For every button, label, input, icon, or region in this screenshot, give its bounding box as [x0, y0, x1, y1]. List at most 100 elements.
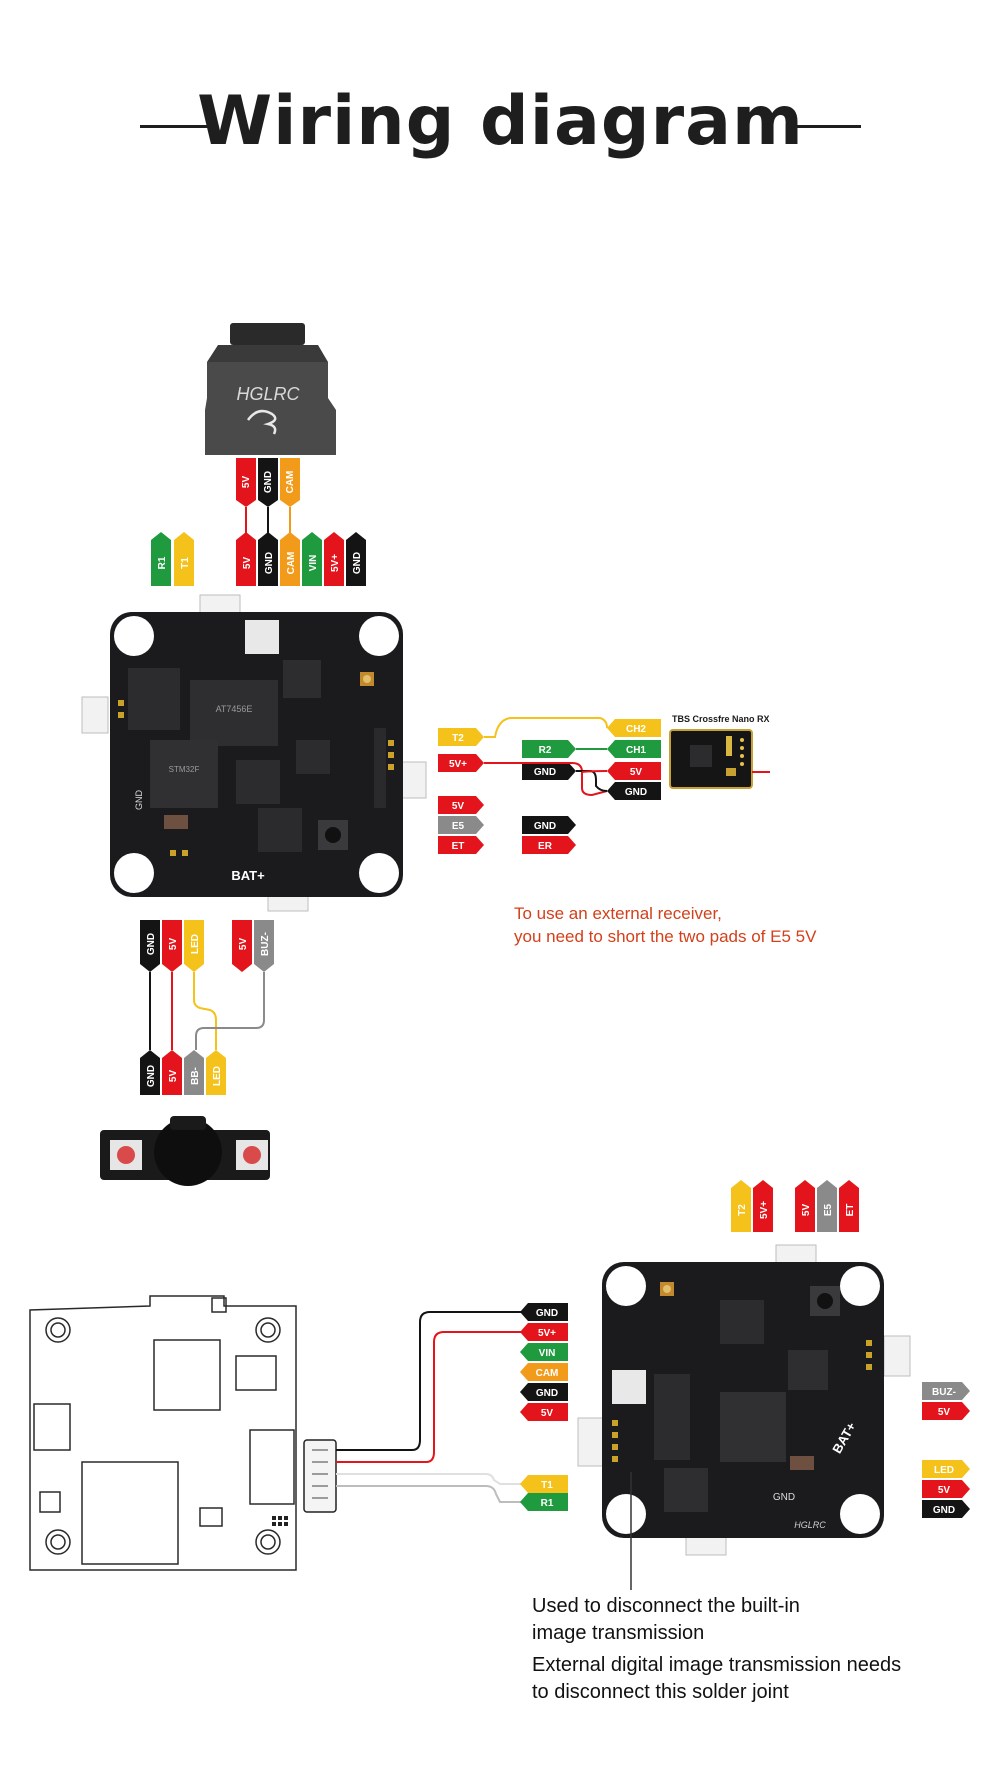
- receiver-note-line-1: To use an external receiver,: [514, 904, 722, 923]
- buzzer-pin-gnd-label: GND: [146, 1065, 157, 1087]
- external-vtx-note-line-1: External digital image transmission need…: [532, 1654, 902, 1676]
- lower-fc-top-pad-e5: E5: [817, 1180, 837, 1232]
- fc-top-pad-gnd: GND: [258, 532, 278, 586]
- fc-right-pad-5v: 5V: [438, 796, 484, 814]
- rx-tag-ch1-label: CH1: [626, 745, 646, 756]
- fc-top-pad-cam: CAM: [280, 532, 300, 586]
- fc-top-pad-gnd2-label: GND: [352, 552, 363, 574]
- lower-fc-top-pad-5v-label: 5V: [801, 1204, 812, 1217]
- lower-fc-gnd-label: GND: [773, 1492, 795, 1503]
- vtx-wire-r1: R1: [520, 1493, 568, 1511]
- camera-pin-5v: 5V: [236, 458, 256, 507]
- fc-pad-r1-label: R1: [157, 556, 168, 569]
- rx-left-tag-gnd-label: GND: [534, 767, 556, 778]
- page-title: Wiring diagram: [197, 82, 804, 161]
- buzzer-fc-pad-buz: BUZ-: [254, 920, 274, 972]
- buzzer-pin-bb-label: BB-: [190, 1067, 201, 1085]
- vtx-wire-gnd: GND: [520, 1303, 568, 1321]
- lower-fc-right-pad-gnd: GND: [922, 1500, 970, 1518]
- buzzer-pin-led-label: LED: [212, 1066, 223, 1086]
- buzzer-fc-pad-led: LED: [184, 920, 204, 972]
- camera-pin-gnd-label: GND: [263, 471, 274, 493]
- flight-controller-bottom: BAT+ GND HGLRC: [577, 1244, 911, 1556]
- rx-tag-ch1: CH1: [607, 740, 661, 758]
- vtx-wire-5v: 5V: [520, 1403, 568, 1421]
- digital-vtx-outline: [29, 1295, 297, 1571]
- camera-pin-cam: CAM: [280, 458, 300, 507]
- rx-tag-5v-label: 5V: [630, 767, 643, 778]
- camera-pin-5v-label: 5V: [241, 476, 252, 489]
- rx-left-tag-gnd: GND: [522, 762, 576, 780]
- fc-top-pad-cam-label: CAM: [286, 552, 297, 575]
- vtx-wire-t1: T1: [520, 1475, 568, 1493]
- lower-fc-right-pad-gnd-label: GND: [933, 1505, 955, 1516]
- disconnect-note-line-1: Used to disconnect the built-in: [532, 1595, 800, 1617]
- fc-right-pad-5vplus: 5V+: [438, 754, 484, 772]
- fc-pad-r1: R1: [151, 532, 171, 586]
- vtx-wire-gnd2-label: GND: [536, 1388, 558, 1399]
- rx-extra-tag-er: ER: [522, 836, 576, 854]
- rx-left-tag-r2: R2: [522, 740, 576, 758]
- fc-top-pad-5vplus: 5V+: [324, 532, 344, 586]
- receiver-note: To use an external receiver, you need to…: [514, 902, 816, 948]
- camera-pin-cam-label: CAM: [285, 471, 296, 494]
- fc-top-pad-vin: VIN: [302, 532, 322, 586]
- vtx-wire-vin-label: VIN: [539, 1348, 556, 1359]
- buzzer-fc-pad-led-label: LED: [190, 934, 201, 954]
- fc-right-pad-e5: E5: [438, 816, 484, 834]
- title-rule-left: [140, 125, 208, 128]
- lower-fc-right-pad-5v-label: 5V: [938, 1407, 951, 1418]
- tbs-nano-receiver: TBS Crossfre Nano RX: [669, 714, 770, 789]
- receiver-name: TBS Crossfre Nano RX: [672, 714, 770, 724]
- fc-top-pad-gnd2: GND: [346, 532, 366, 586]
- fpv-camera: HGLRC: [205, 323, 336, 455]
- buzzer-fc-pad-buz-label: BUZ-: [260, 932, 271, 956]
- vtx-wire-gnd2: GND: [520, 1383, 568, 1401]
- fc-right-pad-5v-label: 5V: [452, 801, 465, 812]
- vtx-wire-5vplus: 5V+: [520, 1323, 568, 1341]
- fc-pad-t1: T1: [174, 532, 194, 586]
- rx-tag-ch2: CH2: [607, 719, 661, 737]
- lower-fc-right-pad-led-label: LED: [934, 1465, 954, 1476]
- fc-right-pad-t2-label: T2: [452, 733, 464, 744]
- digital-vtx-connector: [303, 1439, 337, 1513]
- fc-pad-t1-label: T1: [180, 557, 191, 569]
- buzzer-pin-led: LED: [206, 1050, 226, 1095]
- fc-top-pad-5v: 5V: [236, 532, 256, 586]
- external-vtx-note: External digital image transmission need…: [532, 1652, 901, 1706]
- receiver-note-line-2: you need to short the two pads of E5 5V: [514, 927, 817, 946]
- rx-extra-tag-gnd-label: GND: [534, 821, 556, 832]
- lower-fc-top-pad-e5-label: E5: [823, 1203, 834, 1216]
- lower-fc-top-pad-5vplus-label: 5V+: [759, 1201, 770, 1219]
- fc-gnd-label: GND: [134, 790, 144, 811]
- fc-bat-label: BAT+: [231, 868, 265, 883]
- vtx-wire-cam-label: CAM: [536, 1368, 559, 1379]
- fc-right-pad-5vplus-label: 5V+: [449, 759, 467, 770]
- fc-top-pad-vin-label: VIN: [308, 555, 319, 572]
- rx-tag-gnd-label: GND: [625, 787, 647, 798]
- rx-tag-gnd: GND: [607, 782, 661, 800]
- fc-right-pad-t2: T2: [438, 728, 484, 746]
- buzzer-fc-pad-5v2-label: 5V: [238, 938, 249, 951]
- vtx-wire-vin: VIN: [520, 1343, 568, 1361]
- camera-pin-gnd: GND: [258, 458, 278, 507]
- rx-left-tag-r2-label: R2: [539, 745, 552, 756]
- fc-top-pad-gnd-label: GND: [264, 552, 275, 574]
- lower-fc-right-pad-5v: 5V: [922, 1402, 970, 1420]
- rx-extra-tag-gnd: GND: [522, 816, 576, 834]
- vtx-wire-t1-label: T1: [541, 1480, 553, 1491]
- lower-fc-top-pad-t2-label: T2: [737, 1204, 748, 1216]
- rx-extra-tag-er-label: ER: [538, 841, 553, 852]
- lower-fc-top-pad-et-label: ET: [845, 1204, 856, 1217]
- rx-tag-ch2-label: CH2: [626, 724, 646, 735]
- buzzer-pin-5v-label: 5V: [168, 1070, 179, 1083]
- buzzer-fc-pad-gnd-label: GND: [146, 933, 157, 955]
- fc-top-pad-5v-label: 5V: [242, 557, 253, 570]
- svg-text:AT7456E: AT7456E: [216, 704, 253, 714]
- disconnect-note: Used to disconnect the built-in image tr…: [532, 1593, 800, 1647]
- lower-fc-right-pad-buz: BUZ-: [922, 1382, 970, 1400]
- vtx-wire-5v-label: 5V: [541, 1408, 554, 1419]
- buzzer-module: [100, 1116, 270, 1186]
